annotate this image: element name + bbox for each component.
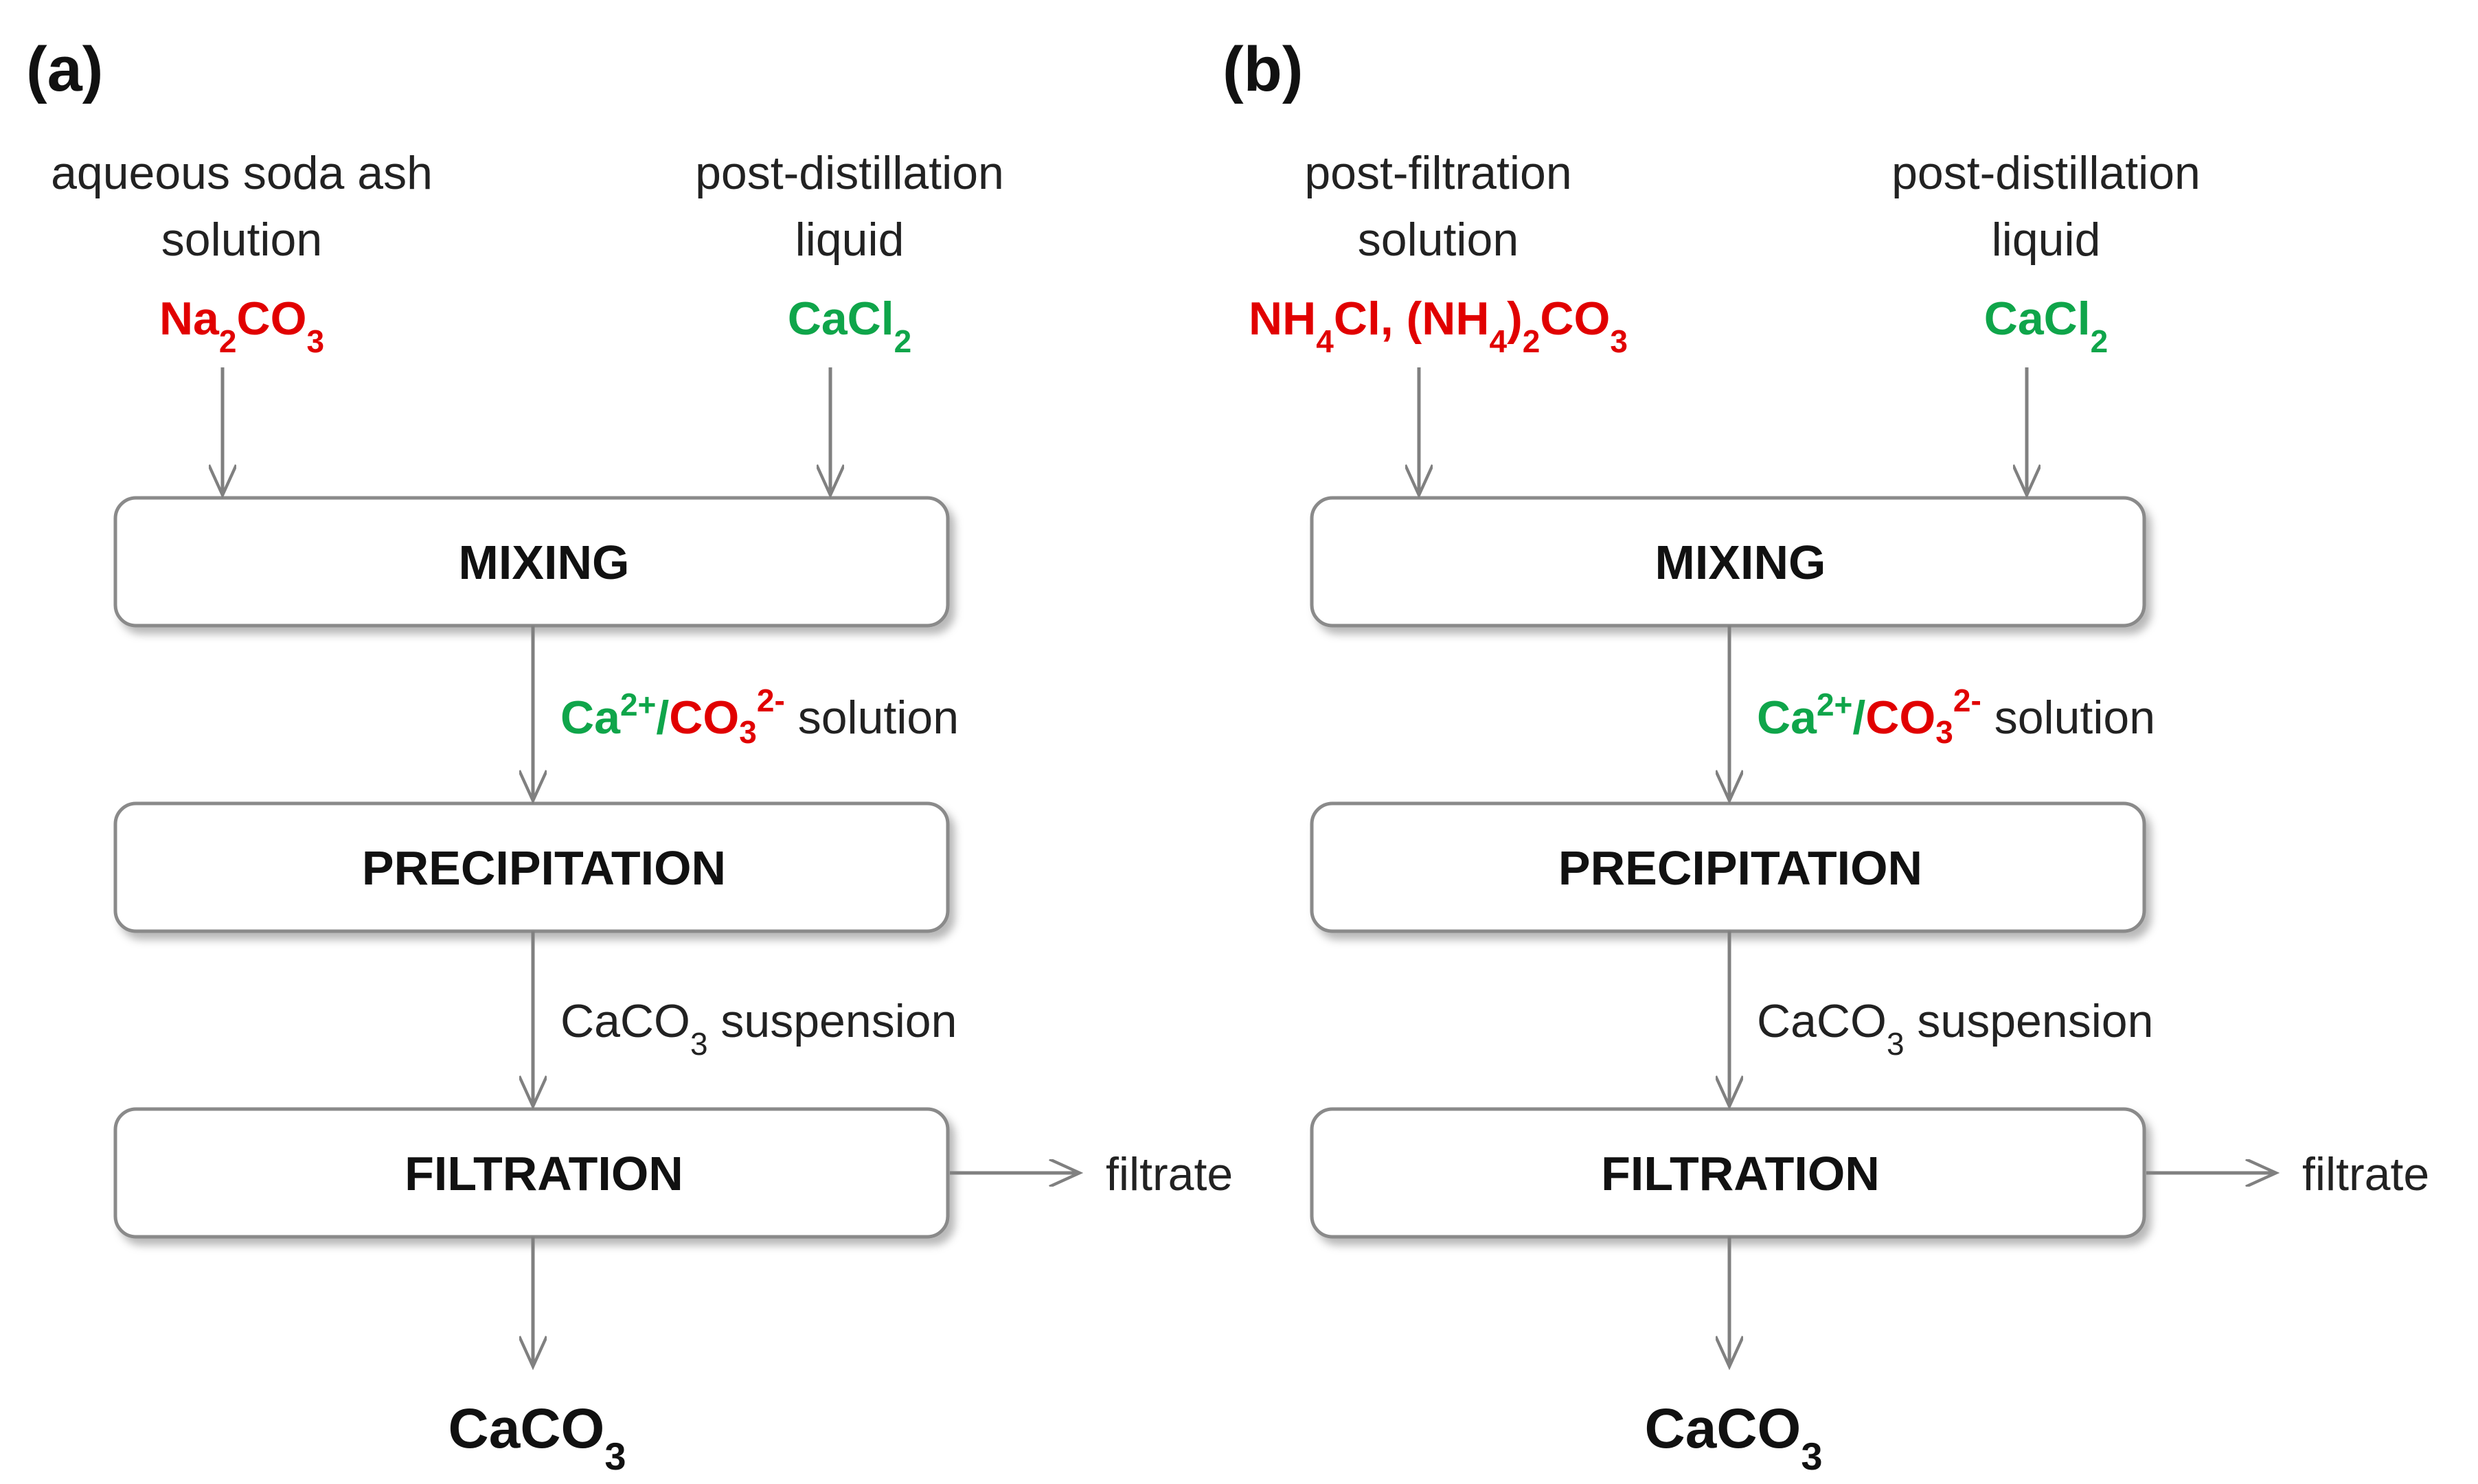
ion-charge: 2+ (620, 687, 656, 722)
formula-subscript: 2 (894, 323, 912, 359)
formula-part: CO (1540, 293, 1610, 345)
input-name-line: liquid (1992, 214, 2101, 266)
formula-subscript: 3 (1887, 1026, 1905, 1062)
ion-charge: 2- (1953, 683, 1981, 718)
input-name-line: post-distillation (1891, 147, 2201, 199)
formula-part: ) (1507, 293, 1523, 345)
formula-part: Na (159, 293, 220, 345)
ion-subscript: 3 (739, 714, 757, 750)
process-box-label: FILTRATION (1601, 1147, 1880, 1200)
ion-calcium: Ca (1757, 692, 1817, 744)
formula-part: CO (236, 293, 306, 345)
product-label: CaCO3 (1645, 1397, 1823, 1478)
product-label: CaCO3 (448, 1397, 626, 1478)
process-box-label: PRECIPITATION (362, 841, 726, 895)
process-box-label: MIXING (1655, 536, 1826, 589)
panel-a: (a)aqueous soda ashsolutionNa2CO3post-di… (26, 34, 1233, 1478)
stream-label-ions: Ca2+/CO32- solution (560, 683, 959, 750)
ion-charge: 2- (757, 683, 785, 718)
stream-tail: suspension (708, 995, 957, 1047)
ion-carbonate: CO (669, 692, 739, 744)
panel-label: (a) (26, 34, 103, 104)
stream-label-suspension: CaCO3 suspension (1757, 995, 2153, 1062)
input-formula: CaCl2 (1984, 293, 2108, 359)
formula-subscript: 2 (1523, 323, 1541, 359)
separator: / (1852, 692, 1865, 744)
process-box-label: MIXING (459, 536, 630, 589)
input-formula: NH4Cl, (NH4)2CO3 (1249, 293, 1628, 359)
input-name-line: post-distillation (695, 147, 1004, 199)
input-name-line: liquid (795, 214, 905, 266)
stream-tail: solution (785, 692, 959, 744)
stream-tail: solution (1981, 692, 2155, 744)
process-box-label: PRECIPITATION (1558, 841, 1922, 895)
formula-part: CaCl (788, 293, 894, 345)
input-formula: CaCl2 (788, 293, 912, 359)
formula-part: CaCl (1984, 293, 2091, 345)
process-box-label: FILTRATION (405, 1147, 683, 1200)
formula-subscript: 4 (1316, 323, 1334, 359)
ion-subscript: 3 (1935, 714, 1953, 750)
stream-label-ions: Ca2+/CO32- solution (1757, 683, 2155, 750)
ion-calcium: Ca (560, 692, 621, 744)
formula-subscript: 2 (219, 323, 237, 359)
formula-subscript: 3 (1610, 323, 1628, 359)
formula-part: Cl, (NH (1334, 293, 1490, 345)
ion-carbonate: CO (1865, 692, 1935, 744)
formula-part: NH (1249, 293, 1316, 345)
formula-subscript: 3 (690, 1026, 708, 1062)
stream-tail: suspension (1905, 995, 2154, 1047)
formula-subscript: 3 (306, 323, 324, 359)
input-name-line: solution (161, 214, 322, 266)
separator: / (656, 692, 669, 744)
input-name-line: post-filtration (1304, 147, 1571, 199)
ion-charge: 2+ (1817, 687, 1852, 722)
input-name-line: aqueous soda ash (51, 147, 433, 199)
input-formula: Na2CO3 (159, 293, 324, 359)
panel-label: (b) (1223, 34, 1303, 104)
formula-part: CaCO (1757, 995, 1887, 1047)
stream-label-suspension: CaCO3 suspension (560, 995, 957, 1062)
formula-part: CaCO (1645, 1397, 1801, 1460)
filtrate-label: filtrate (1106, 1148, 1233, 1200)
formula-subscript: 4 (1490, 323, 1508, 359)
formula-subscript: 3 (1801, 1435, 1822, 1478)
formula-subscript: 3 (604, 1435, 626, 1478)
formula-part: CaCO (448, 1397, 605, 1460)
formula-part: CaCO (560, 995, 690, 1047)
formula-subscript: 2 (2091, 323, 2108, 359)
input-name-line: solution (1358, 214, 1519, 266)
filtrate-label: filtrate (2302, 1148, 2429, 1200)
